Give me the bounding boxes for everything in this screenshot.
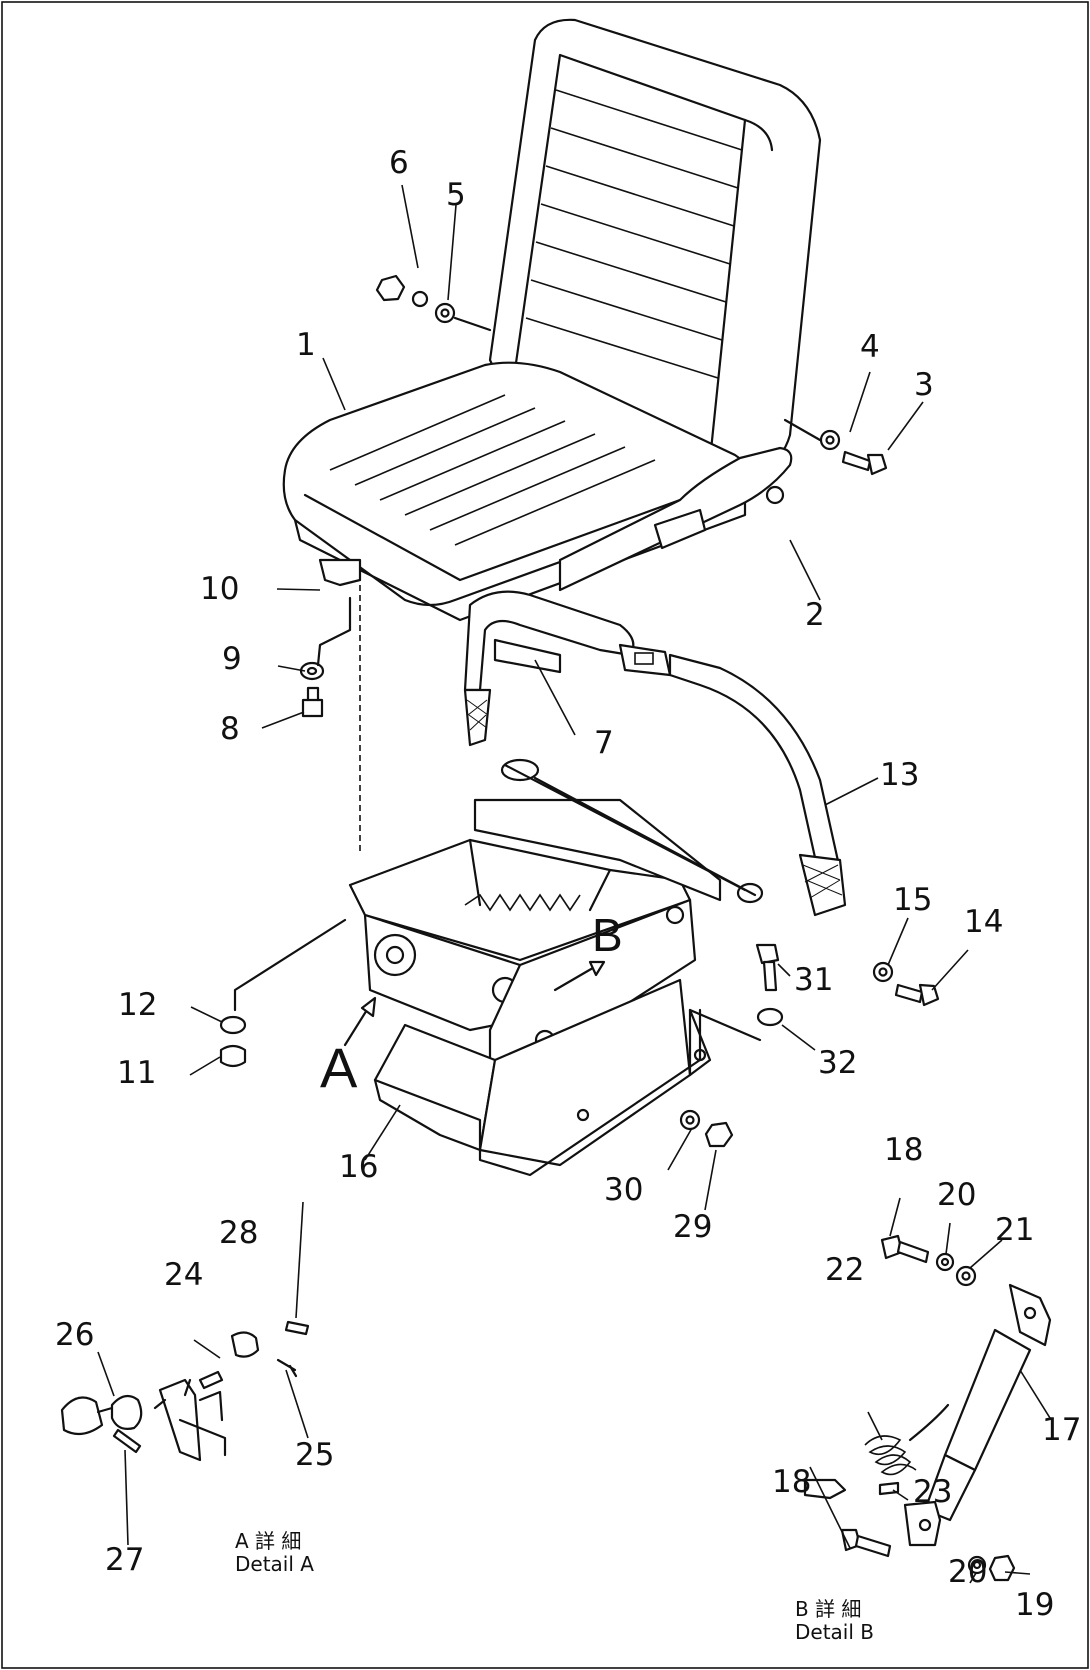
detail-b-jp: B 詳 細	[795, 1597, 862, 1621]
part-label-18-lower: 18	[772, 1464, 812, 1500]
seat-bracket-10	[316, 558, 362, 855]
detail-b-en: Detail B	[795, 1620, 874, 1644]
part-label-21: 21	[995, 1212, 1035, 1248]
part-label-19: 19	[1015, 1587, 1055, 1623]
part-label-27: 27	[105, 1542, 145, 1578]
detail-a-caption: A 詳 細 Detail A	[235, 1530, 314, 1576]
leader-lines	[97, 184, 1051, 1584]
recline-bracket	[558, 446, 793, 592]
part-label-3: 3	[914, 367, 934, 403]
part-label-10: 10	[200, 571, 240, 607]
view-marker-b: B	[592, 909, 623, 961]
detail-a-drawing	[60, 1320, 310, 1462]
part-label-15: 15	[893, 882, 933, 918]
part-label-20-upper: 20	[937, 1177, 977, 1213]
part-label-5: 5	[446, 177, 466, 213]
detail-a-jp: A 詳 細	[235, 1529, 302, 1553]
suspension-base	[233, 758, 764, 1177]
part-label-4: 4	[860, 329, 880, 365]
part-label-25: 25	[295, 1437, 335, 1473]
detail-a-en: Detail A	[235, 1552, 314, 1576]
part-label-24: 24	[164, 1257, 204, 1293]
part-label-8: 8	[220, 711, 240, 747]
part-label-16: 16	[339, 1149, 379, 1185]
part-label-20-lower: 20	[948, 1554, 988, 1590]
part-label-6: 6	[389, 145, 409, 181]
part-label-30: 30	[604, 1172, 644, 1208]
part-label-17: 17	[1042, 1412, 1082, 1448]
part-label-22: 22	[825, 1252, 865, 1288]
part-label-26: 26	[55, 1317, 95, 1353]
detail-b-drawing	[803, 1234, 1052, 1582]
part-label-14: 14	[964, 904, 1004, 940]
part-label-32: 32	[818, 1045, 858, 1081]
part-label-12: 12	[118, 987, 158, 1023]
part-label-1: 1	[296, 327, 316, 363]
part-label-2: 2	[805, 597, 825, 633]
part-label-29: 29	[673, 1209, 713, 1245]
part-label-11: 11	[117, 1055, 157, 1091]
detail-b-caption: B 詳 細 Detail B	[795, 1598, 874, 1644]
view-marker-a: A	[320, 1036, 358, 1099]
seat-assembly	[282, 18, 822, 622]
hardware	[219, 274, 940, 1148]
part-label-28: 28	[219, 1215, 259, 1251]
part-label-18-upper: 18	[884, 1132, 924, 1168]
part-label-7: 7	[594, 725, 614, 761]
part-label-31: 31	[794, 962, 834, 998]
part-label-13: 13	[880, 757, 920, 793]
view-arrows	[343, 960, 606, 1047]
part-label-23: 23	[913, 1474, 953, 1510]
part-label-9: 9	[222, 641, 242, 677]
seat-belt	[463, 590, 847, 917]
